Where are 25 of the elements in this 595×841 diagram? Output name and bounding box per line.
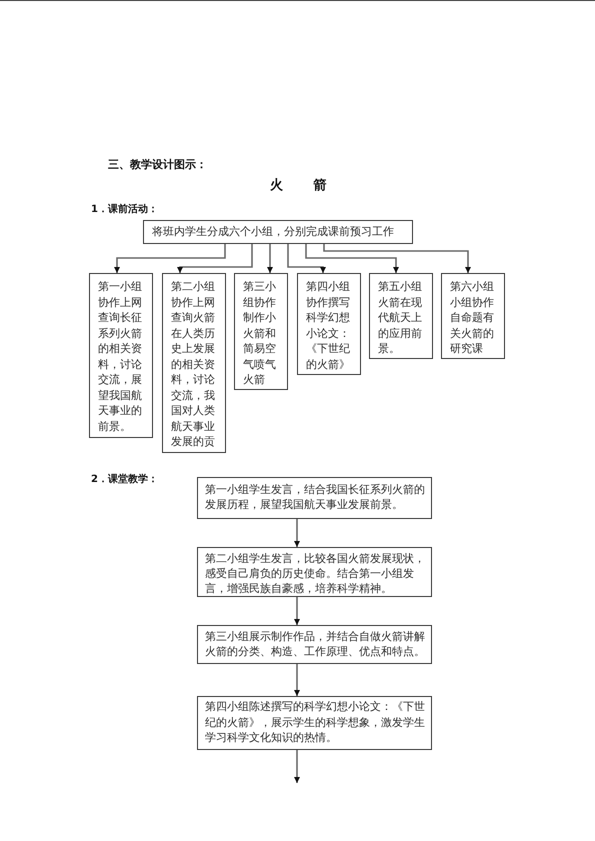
subsection-heading: 2．课堂教学： — [91, 474, 158, 486]
arrow — [267, 244, 273, 273]
process-box: 第三小组展示制作作品，并结合自做火箭讲解火箭的分类、构造、工作原理、优点和特点。 — [197, 625, 432, 664]
title: 火 箭 — [270, 178, 327, 194]
section-heading: 三、教学设计图示： — [108, 158, 207, 172]
process-box: 第四小组陈述撰写的科学幻想小论文：《下世纪的火箭》，展示学生的科学想象，激发学生学习科学文化知识的热情。 — [197, 696, 432, 750]
process-box: 第一小组学生发言，结合我国长征系列火箭的发展历程，展望我国航天事业发展前景。 — [197, 477, 432, 519]
process-box: 第二小组学生发言，比较各国火箭发展现状，感受自己肩负的历史使命。结合第一小组发言，增强民族自豪感，培养科学精神。 — [197, 547, 432, 597]
arrow — [114, 244, 226, 273]
process-box: 第一小组协作上网查询长征系列火箭的相关资料，讨论交流，展望我国航天事业的前景。 — [89, 273, 153, 438]
process-box: 第六小组小组协作自命题有关火箭的研究课 — [441, 273, 505, 359]
arrow — [323, 244, 471, 273]
process-box: 第四小组协作撰写科学幻想小论文：《下世纪的火箭》 — [297, 273, 361, 375]
process-box: 将班内学生分成六个小组，分别完成课前预习工作 — [143, 220, 413, 244]
process-box: 第二小组协作上网查询火箭在人类历史上发展的相关资料，讨论交流，我国对人类航天事业发展的贡 — [162, 273, 226, 453]
arrow — [294, 664, 300, 696]
arrow — [294, 519, 300, 547]
process-box: 第三小组协作制作小火箭和简易空气喷气火箭 — [234, 273, 288, 390]
arrow — [294, 597, 300, 625]
arrow — [177, 244, 253, 273]
arrow — [294, 750, 300, 783]
process-box: 第五小组火箭在现代航天上的应用前景。 — [369, 273, 433, 359]
arrow — [287, 244, 326, 273]
subsection-heading: 1．课前活动： — [91, 204, 158, 216]
arrow — [305, 244, 399, 273]
